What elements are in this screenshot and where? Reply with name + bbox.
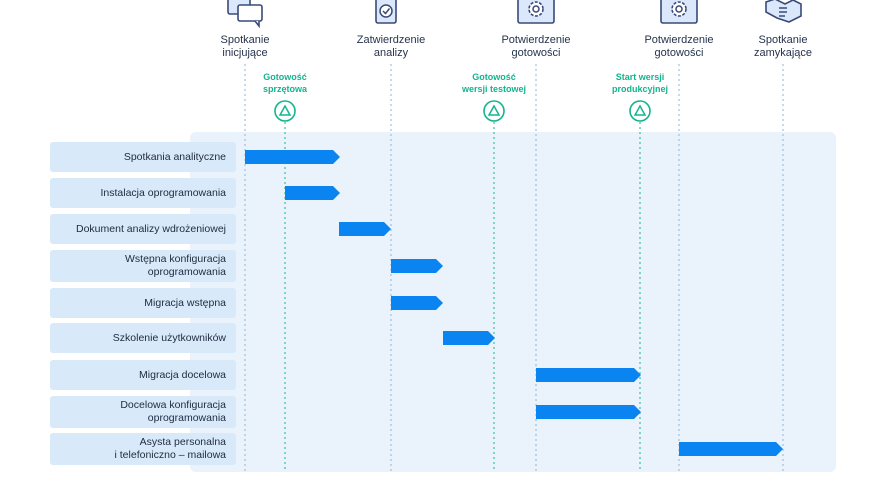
- task-label-text: Docelowa konfiguracja oprogramowania: [120, 399, 226, 424]
- task-label: Migracja wstępna: [50, 288, 236, 318]
- task-label: Spotkania analityczne: [50, 142, 236, 172]
- sub-milestone-label: Start wersji produkcyjnej: [611, 72, 668, 94]
- task-label-text: Asysta personalna i telefoniczno – mailo…: [114, 436, 226, 461]
- task-label-text: Instalacja oprogramowania: [100, 186, 227, 199]
- task-bar: [536, 367, 641, 383]
- sub-milestone-label: Gotowość wersji testowej: [461, 72, 527, 94]
- task-label: Instalacja oprogramowania: [50, 178, 236, 208]
- handshake-icon: [763, 0, 803, 33]
- task-label-text: Migracja docelowa: [139, 368, 226, 381]
- milestone-label: Potwierdzenie gotowości: [644, 34, 714, 59]
- milestone-label: Spotkanie inicjujące: [220, 34, 270, 59]
- task-bar: [679, 441, 783, 457]
- task-bar: [391, 295, 443, 311]
- task-bar: [285, 185, 340, 201]
- chat-bubbles-icon: [225, 0, 265, 33]
- task-label-text: Migracja wstępna: [144, 296, 226, 309]
- task-label: Asysta personalna i telefoniczno – mailo…: [50, 433, 236, 465]
- milestone-label: Zatwierdzenie analizy: [356, 34, 426, 59]
- task-label-text: Dokument analizy wdrożeniowej: [76, 222, 226, 235]
- triangle-marker-icon: [274, 100, 296, 127]
- gear-icon: [516, 0, 556, 33]
- task-label: Wstępna konfiguracja oprogramowania: [50, 250, 236, 282]
- task-bar: [245, 149, 340, 165]
- sub-milestone-label: Gotowość sprzętowa: [262, 72, 307, 94]
- milestone-label: Spotkanie zamykające: [753, 34, 813, 59]
- task-label-text: Wstępna konfiguracja oprogramowania: [125, 253, 226, 278]
- task-label: Docelowa konfiguracja oprogramowania: [50, 396, 236, 428]
- task-label: Dokument analizy wdrożeniowej: [50, 214, 236, 244]
- task-bar: [391, 258, 443, 274]
- task-label: Migracja docelowa: [50, 360, 236, 390]
- task-bar: [339, 221, 391, 237]
- timeline-panel: [190, 132, 836, 472]
- task-bar: [536, 404, 641, 420]
- approved-document-icon: [371, 0, 401, 33]
- task-label-text: Spotkania analityczne: [123, 150, 226, 163]
- task-label: Szkolenie użytkowników: [50, 323, 236, 353]
- triangle-marker-icon: [483, 100, 505, 127]
- task-label-text: Szkolenie użytkowników: [112, 331, 226, 344]
- task-bar: [443, 330, 495, 346]
- gear-icon: [659, 0, 699, 33]
- milestone-label: Potwierdzenie gotowości: [501, 34, 571, 59]
- triangle-marker-icon: [629, 100, 651, 127]
